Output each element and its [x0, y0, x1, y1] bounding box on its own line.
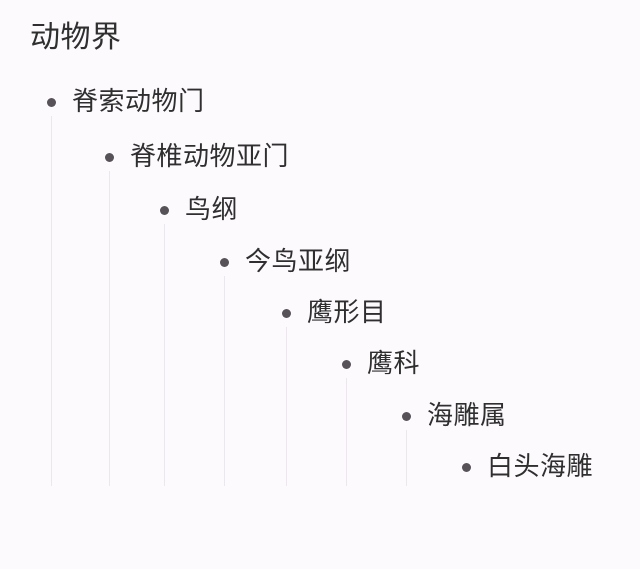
bullet-icon	[220, 257, 229, 267]
tree-node[interactable]: 鹰科	[342, 345, 420, 383]
tree-node[interactable]: 鹰形目	[282, 294, 387, 332]
tree-guide-line	[224, 276, 225, 486]
tree-node-label: 脊索动物门	[72, 87, 205, 117]
tree-node[interactable]: 脊索动物门	[47, 83, 205, 121]
tree-guide-line	[286, 327, 287, 486]
bullet-icon	[402, 411, 411, 421]
tree-node-label: 鸟纲	[185, 195, 239, 225]
tree-node[interactable]: 脊椎动物亚门	[105, 138, 289, 176]
tree-node[interactable]: 海雕属	[402, 397, 507, 435]
tree-node-label: 鹰形目	[307, 298, 387, 328]
tree-node[interactable]: 今鸟亚纲	[220, 243, 351, 281]
bullet-icon	[462, 462, 471, 472]
bullet-icon	[47, 97, 56, 107]
tree-node[interactable]: 鸟纲	[160, 191, 238, 229]
tree-node-label: 白头海雕	[487, 452, 594, 482]
page-title: 动物界	[30, 20, 122, 55]
tree-node-label: 海雕属	[427, 401, 507, 431]
tree-guide-line	[51, 116, 52, 486]
tree-guide-line	[109, 171, 110, 486]
tree-node-label: 鹰科	[367, 349, 421, 379]
bullet-icon	[342, 359, 351, 369]
tree-guide-line	[346, 378, 347, 486]
tree-guide-line	[164, 224, 165, 486]
tree-guide-line	[406, 430, 407, 486]
tree-node-label: 脊椎动物亚门	[130, 142, 290, 172]
tree-node-label: 今鸟亚纲	[245, 247, 352, 277]
bullet-icon	[282, 308, 291, 318]
bullet-icon	[160, 205, 169, 215]
bullet-icon	[105, 152, 114, 162]
tree-node[interactable]: 白头海雕	[462, 448, 593, 486]
